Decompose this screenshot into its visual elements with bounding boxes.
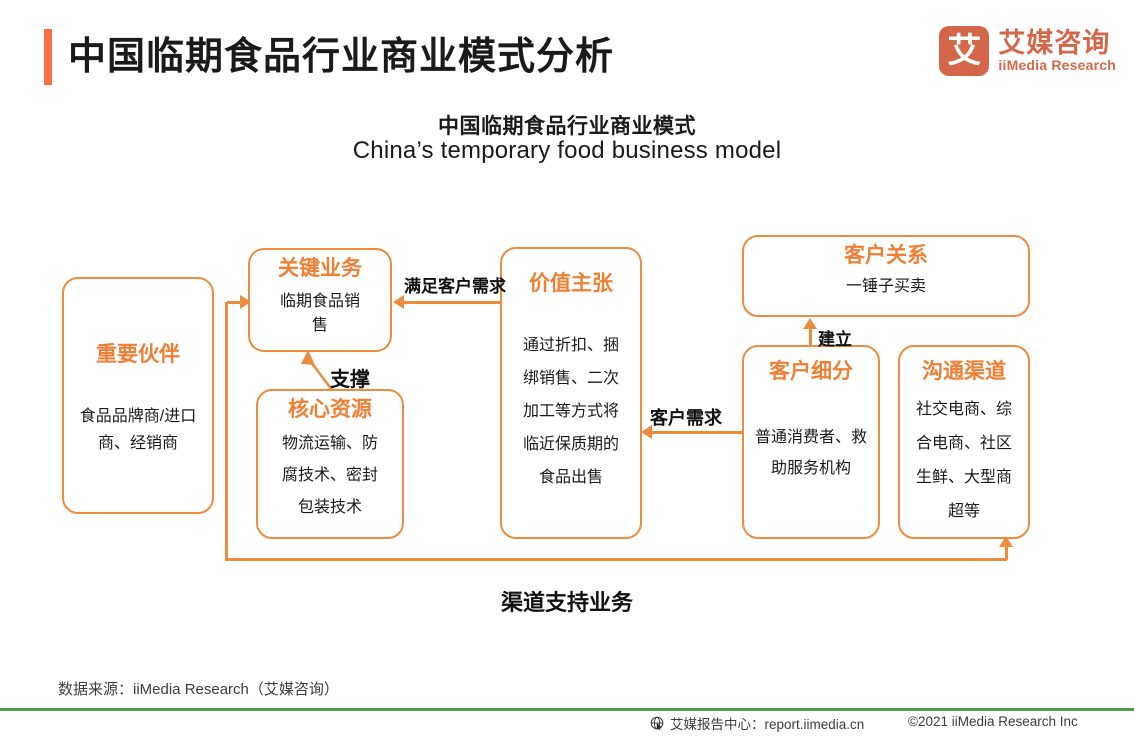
footer-divider bbox=[0, 708, 1134, 711]
node-partners-heading: 重要伙伴 bbox=[96, 343, 180, 366]
node-key-activities[interactable]: 关键业务 临期食品销售 bbox=[248, 248, 392, 352]
node-value-proposition-heading: 价值主张 bbox=[529, 272, 613, 295]
node-key-resources-heading: 核心资源 bbox=[288, 398, 372, 421]
node-customer-relations-body: 一锤子买卖 bbox=[845, 278, 926, 295]
connector-channels-vertical bbox=[1005, 545, 1008, 560]
brand-mark-icon: 艾 bbox=[939, 26, 990, 76]
chart-title: 中国临期食品行业商业模式 bbox=[438, 115, 696, 138]
edge-label-customer-need: 客户需求 bbox=[650, 408, 722, 428]
node-value-proposition-body: 通过折扣、捆绑销售、二次加工等方式将临近保质期的食品出售 bbox=[522, 337, 619, 486]
arrowhead-establish bbox=[803, 318, 817, 329]
node-channels[interactable]: 沟通渠道 社交电商、综合电商、社区生鲜、大型商超等 bbox=[898, 345, 1030, 539]
title-accent-bar bbox=[44, 29, 52, 85]
page-header: 中国临期食品行业商业模式分析 艾 艾媒咨询 iiMedia Research bbox=[0, 0, 1134, 100]
connector-segments-to-value bbox=[652, 431, 744, 434]
connector-partners-vertical bbox=[225, 302, 228, 560]
brand-logo: 艾 艾媒咨询 iiMedia Research bbox=[939, 26, 1116, 76]
chart-subtitle: China’s temporary food business model bbox=[352, 137, 782, 164]
edge-label-establish: 建立 bbox=[818, 330, 852, 349]
connector-value-to-key bbox=[404, 301, 501, 304]
node-channels-body: 社交电商、综合电商、社区生鲜、大型商超等 bbox=[916, 401, 1013, 520]
node-customer-relations-heading: 客户关系 bbox=[844, 244, 928, 267]
arrowhead-into-channels bbox=[999, 536, 1013, 547]
brand-name-en: iiMedia Research bbox=[998, 56, 1116, 73]
brand-text: 艾媒咨询 iiMedia Research bbox=[998, 29, 1116, 74]
edge-label-satisfy-demand-line1: 满足客户需求 bbox=[404, 277, 506, 296]
node-channels-heading: 沟通渠道 bbox=[922, 360, 1006, 383]
connector-partners-stub bbox=[227, 301, 245, 304]
connector-segments-to-relations bbox=[809, 328, 812, 347]
page-title: 中国临期食品行业商业模式分析 bbox=[68, 36, 615, 78]
globe-icon bbox=[650, 716, 664, 730]
node-partners-body: 食品品牌商/进口商、经销商 bbox=[79, 408, 197, 452]
edge-label-channel-support: 渠道支持业务 bbox=[500, 590, 633, 615]
node-key-resources[interactable]: 核心资源 物流运输、防腐技术、密封包装技术 bbox=[256, 389, 404, 539]
arrowhead-satisfy-demand bbox=[393, 295, 404, 309]
data-source-note: 数据来源：iiMedia Research（艾媒咨询） bbox=[58, 681, 339, 698]
node-key-activities-body: 临期食品销售 bbox=[280, 293, 361, 334]
arrowhead-into-key-activities bbox=[240, 295, 251, 309]
footer-report-center[interactable]: 艾媒报告中心：report.iimedia.cn bbox=[650, 713, 864, 733]
node-customer-segments[interactable]: 客户细分 普通消费者、救助服务机构 bbox=[742, 345, 880, 539]
footer-copyright: ©2021 iiMedia Research Inc bbox=[908, 714, 1078, 729]
node-partners[interactable]: 重要伙伴 食品品牌商/进口商、经销商 bbox=[62, 277, 214, 514]
footer-report-center-label: 艾媒报告中心：report.iimedia.cn bbox=[670, 717, 865, 732]
connector-support bbox=[301, 350, 336, 395]
node-customer-relations[interactable]: 客户关系 一锤子买卖 bbox=[742, 235, 1030, 317]
arrowhead-customer-need bbox=[641, 425, 652, 439]
node-key-resources-body: 物流运输、防腐技术、密封包装技术 bbox=[281, 435, 378, 516]
connector-bottom-horizontal bbox=[225, 558, 1007, 561]
brand-name-cn: 艾媒咨询 bbox=[998, 27, 1111, 58]
node-key-activities-heading: 关键业务 bbox=[278, 257, 362, 280]
edge-label-support: 支撑 bbox=[330, 369, 370, 391]
node-customer-segments-heading: 客户细分 bbox=[769, 360, 853, 383]
node-customer-segments-body: 普通消费者、救助服务机构 bbox=[755, 429, 868, 477]
node-value-proposition[interactable]: 价值主张 通过折扣、捆绑销售、二次加工等方式将临近保质期的食品出售 bbox=[500, 247, 642, 539]
